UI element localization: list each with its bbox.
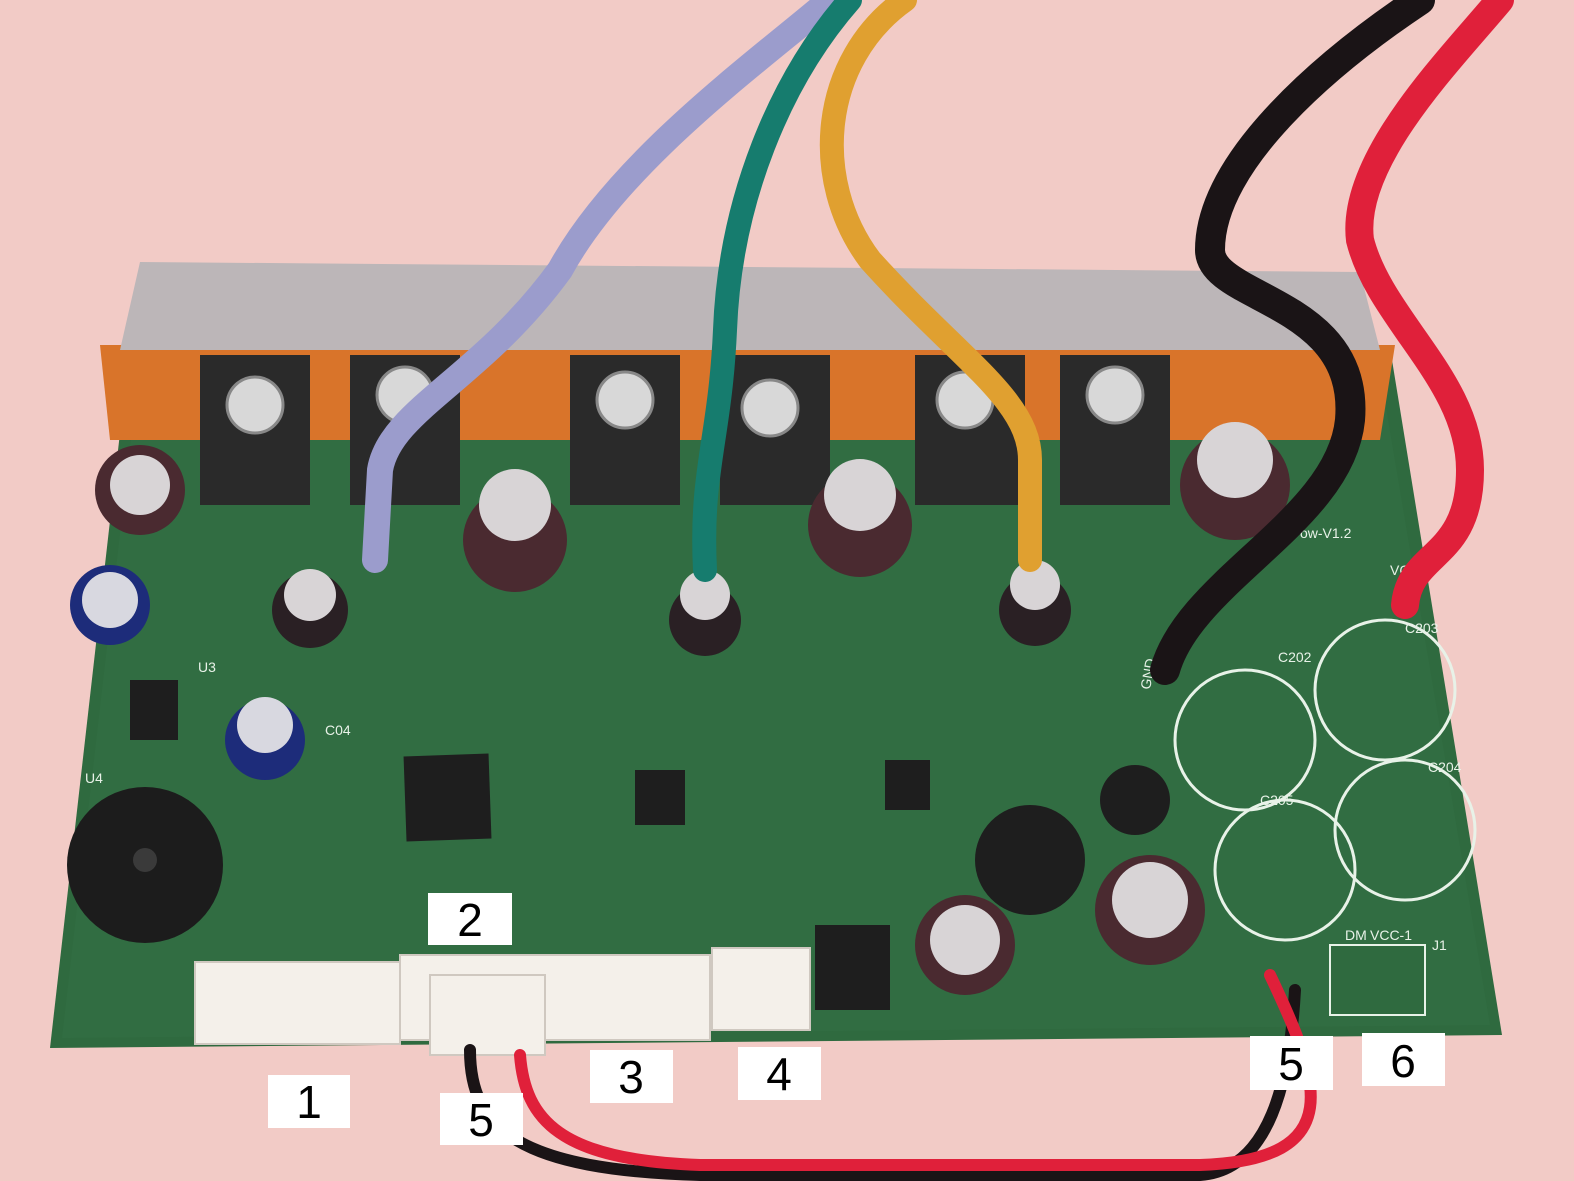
ic-chip [885,760,930,810]
silk-j1: J1 [1432,937,1447,953]
label-2: 2 [428,893,512,946]
red-power-wire [1345,0,1514,619]
label-6-text: 6 [1390,1035,1416,1087]
heatsink [120,262,1380,350]
silk-u3: U3 [198,659,216,675]
capacitor-footprints [1173,618,1477,942]
electrolytic-capacitors [70,422,1290,995]
ic-chip [635,770,685,825]
label-6: 6 [1362,1033,1445,1087]
label-3: 3 [590,1050,673,1103]
label-5-left: 5 [440,1093,523,1146]
black-power-wire [1150,0,1435,685]
green-wire [692,0,862,582]
label-2-text: 2 [457,894,483,946]
silk-u4: U4 [85,770,103,786]
silk-dm: DM [1345,927,1367,943]
voltage-regulator [130,680,178,740]
label-1-text: 1 [296,1076,322,1128]
silk-c202: C202 [1278,649,1312,665]
label-5-left-text: 5 [468,1094,494,1146]
silk-c204: C204 [1428,759,1462,775]
buzzer-hole [133,848,157,872]
purple-wire [362,0,843,573]
silk-c203: C203 [1405,620,1439,636]
orange-wire [819,0,1042,572]
power-regulator [815,925,890,1010]
label-3-text: 3 [618,1051,644,1103]
microcontroller-chip [403,753,492,842]
connectors [194,944,1426,1056]
label-4-text: 4 [766,1048,792,1100]
label-1: 1 [268,1075,350,1128]
silk-c205: C205 [1260,792,1294,808]
label-4: 4 [738,1047,821,1100]
silk-version: ow-V1.2 [1300,525,1352,541]
label-5-right-text: 5 [1278,1038,1304,1090]
silk-c04: C04 [325,722,351,738]
silk-vcc1: VCC-1 [1370,927,1412,943]
label-5-right: 5 [1250,1036,1333,1090]
